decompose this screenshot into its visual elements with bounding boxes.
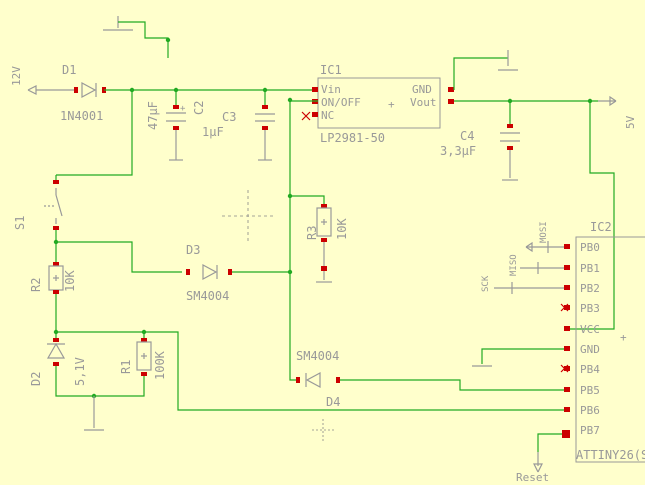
diode-d1[interactable]: D1 1N4001 xyxy=(60,63,106,123)
svg-text:PB0: PB0 xyxy=(580,241,600,254)
net-5v-symbol: 5V xyxy=(598,95,637,129)
svg-text:PB1: PB1 xyxy=(580,262,600,275)
svg-text:Vout: Vout xyxy=(410,96,437,109)
net-miso-label: MISO xyxy=(509,254,519,276)
r3-ref: R3 xyxy=(305,226,319,240)
ic2-ref: IC2 xyxy=(590,220,612,234)
r1-ref: R1 xyxy=(119,360,133,374)
r3-value: 10K xyxy=(335,218,349,240)
c3-value: 1µF xyxy=(202,125,224,139)
origin-crosshair xyxy=(222,190,274,242)
capacitor-c2[interactable]: + C2 47µF xyxy=(146,90,206,161)
top-gnd-symbol xyxy=(103,16,133,31)
svg-text:PB5: PB5 xyxy=(580,384,600,397)
resistor-r1[interactable]: R1 100K xyxy=(119,332,167,382)
d1-ref: D1 xyxy=(62,63,76,77)
mcu-ic2[interactable]: IC2 ATTINY26(S PB0 PB1 PB2 PB3 VCC GND P… xyxy=(560,220,645,463)
diode-d4[interactable]: SM4004 D4 xyxy=(296,349,340,409)
svg-text:NC: NC xyxy=(321,109,334,122)
svg-text:+: + xyxy=(388,98,395,111)
d4-ref: D4 xyxy=(326,395,340,409)
c4-value: 3,3µF xyxy=(440,144,476,158)
diode-d3[interactable]: D3 SM4004 xyxy=(186,243,232,303)
d3-value: SM4004 xyxy=(186,289,229,303)
ic1-value: LP2981-50 xyxy=(320,131,385,145)
c2-ref: C2 xyxy=(192,101,206,115)
d1-value: 1N4001 xyxy=(60,109,103,123)
net-12v-symbol: 12V xyxy=(10,66,56,95)
svg-text:Vin: Vin xyxy=(321,83,341,96)
net-12v-label: 12V xyxy=(10,66,23,86)
ic1-ref: IC1 xyxy=(320,63,342,77)
r2-value: 10K xyxy=(63,270,77,292)
d2-value: 5,1V xyxy=(73,357,87,386)
switch-s1[interactable]: S1 xyxy=(13,180,63,230)
c2-value: 47µF xyxy=(146,101,160,130)
r1-value: 100K xyxy=(153,350,167,380)
cursor-crosshair xyxy=(312,419,334,441)
c3-ref: C3 xyxy=(222,110,236,124)
resistor-r2[interactable]: R2 10K xyxy=(29,262,77,294)
svg-text:GND: GND xyxy=(412,83,432,96)
ic2-value: ATTINY26(S xyxy=(576,448,645,462)
regulator-ic1[interactable]: IC1 LP2981-50 Vin ON/OFF NC GND Vout + xyxy=(301,63,454,145)
net-reset: Reset xyxy=(516,452,549,484)
svg-text:PB3: PB3 xyxy=(580,302,600,315)
svg-text:PB2: PB2 xyxy=(580,282,600,295)
capacitor-c3[interactable]: C3 1µF xyxy=(202,90,275,161)
svg-text:ON/OFF: ON/OFF xyxy=(321,96,361,109)
svg-text:PB7: PB7 xyxy=(580,424,600,437)
net-miso: MISO xyxy=(509,254,564,276)
net-sck-label: SCK xyxy=(481,275,491,292)
net-sck: SCK xyxy=(481,275,564,294)
svg-text:PB6: PB6 xyxy=(580,404,600,417)
zener-d2[interactable]: D2 5,1V xyxy=(29,338,87,386)
c4-ref: C4 xyxy=(460,129,474,143)
s1-ref: S1 xyxy=(13,216,27,230)
svg-text:GND: GND xyxy=(580,343,600,356)
svg-text:PB4: PB4 xyxy=(580,363,600,376)
d4-value: SM4004 xyxy=(296,349,339,363)
net-reset-label: Reset xyxy=(516,471,549,484)
net-mosi-label: MOSI xyxy=(539,221,549,243)
svg-text:+: + xyxy=(620,331,627,344)
resistor-r3[interactable]: R3 10K xyxy=(305,204,349,283)
ic1-gnd-symbol xyxy=(498,50,518,71)
net-5v-label: 5V xyxy=(624,115,637,129)
capacitor-c4[interactable]: C4 3,3µF xyxy=(440,101,520,181)
net-mosi: MOSI xyxy=(525,221,564,253)
svg-text:VCC: VCC xyxy=(580,323,600,336)
d2-ref: D2 xyxy=(29,372,43,386)
d3-ref: D3 xyxy=(186,243,200,257)
svg-text:+: + xyxy=(180,104,186,114)
top-loose-wire xyxy=(118,21,169,58)
r2-ref: R2 xyxy=(29,278,43,292)
